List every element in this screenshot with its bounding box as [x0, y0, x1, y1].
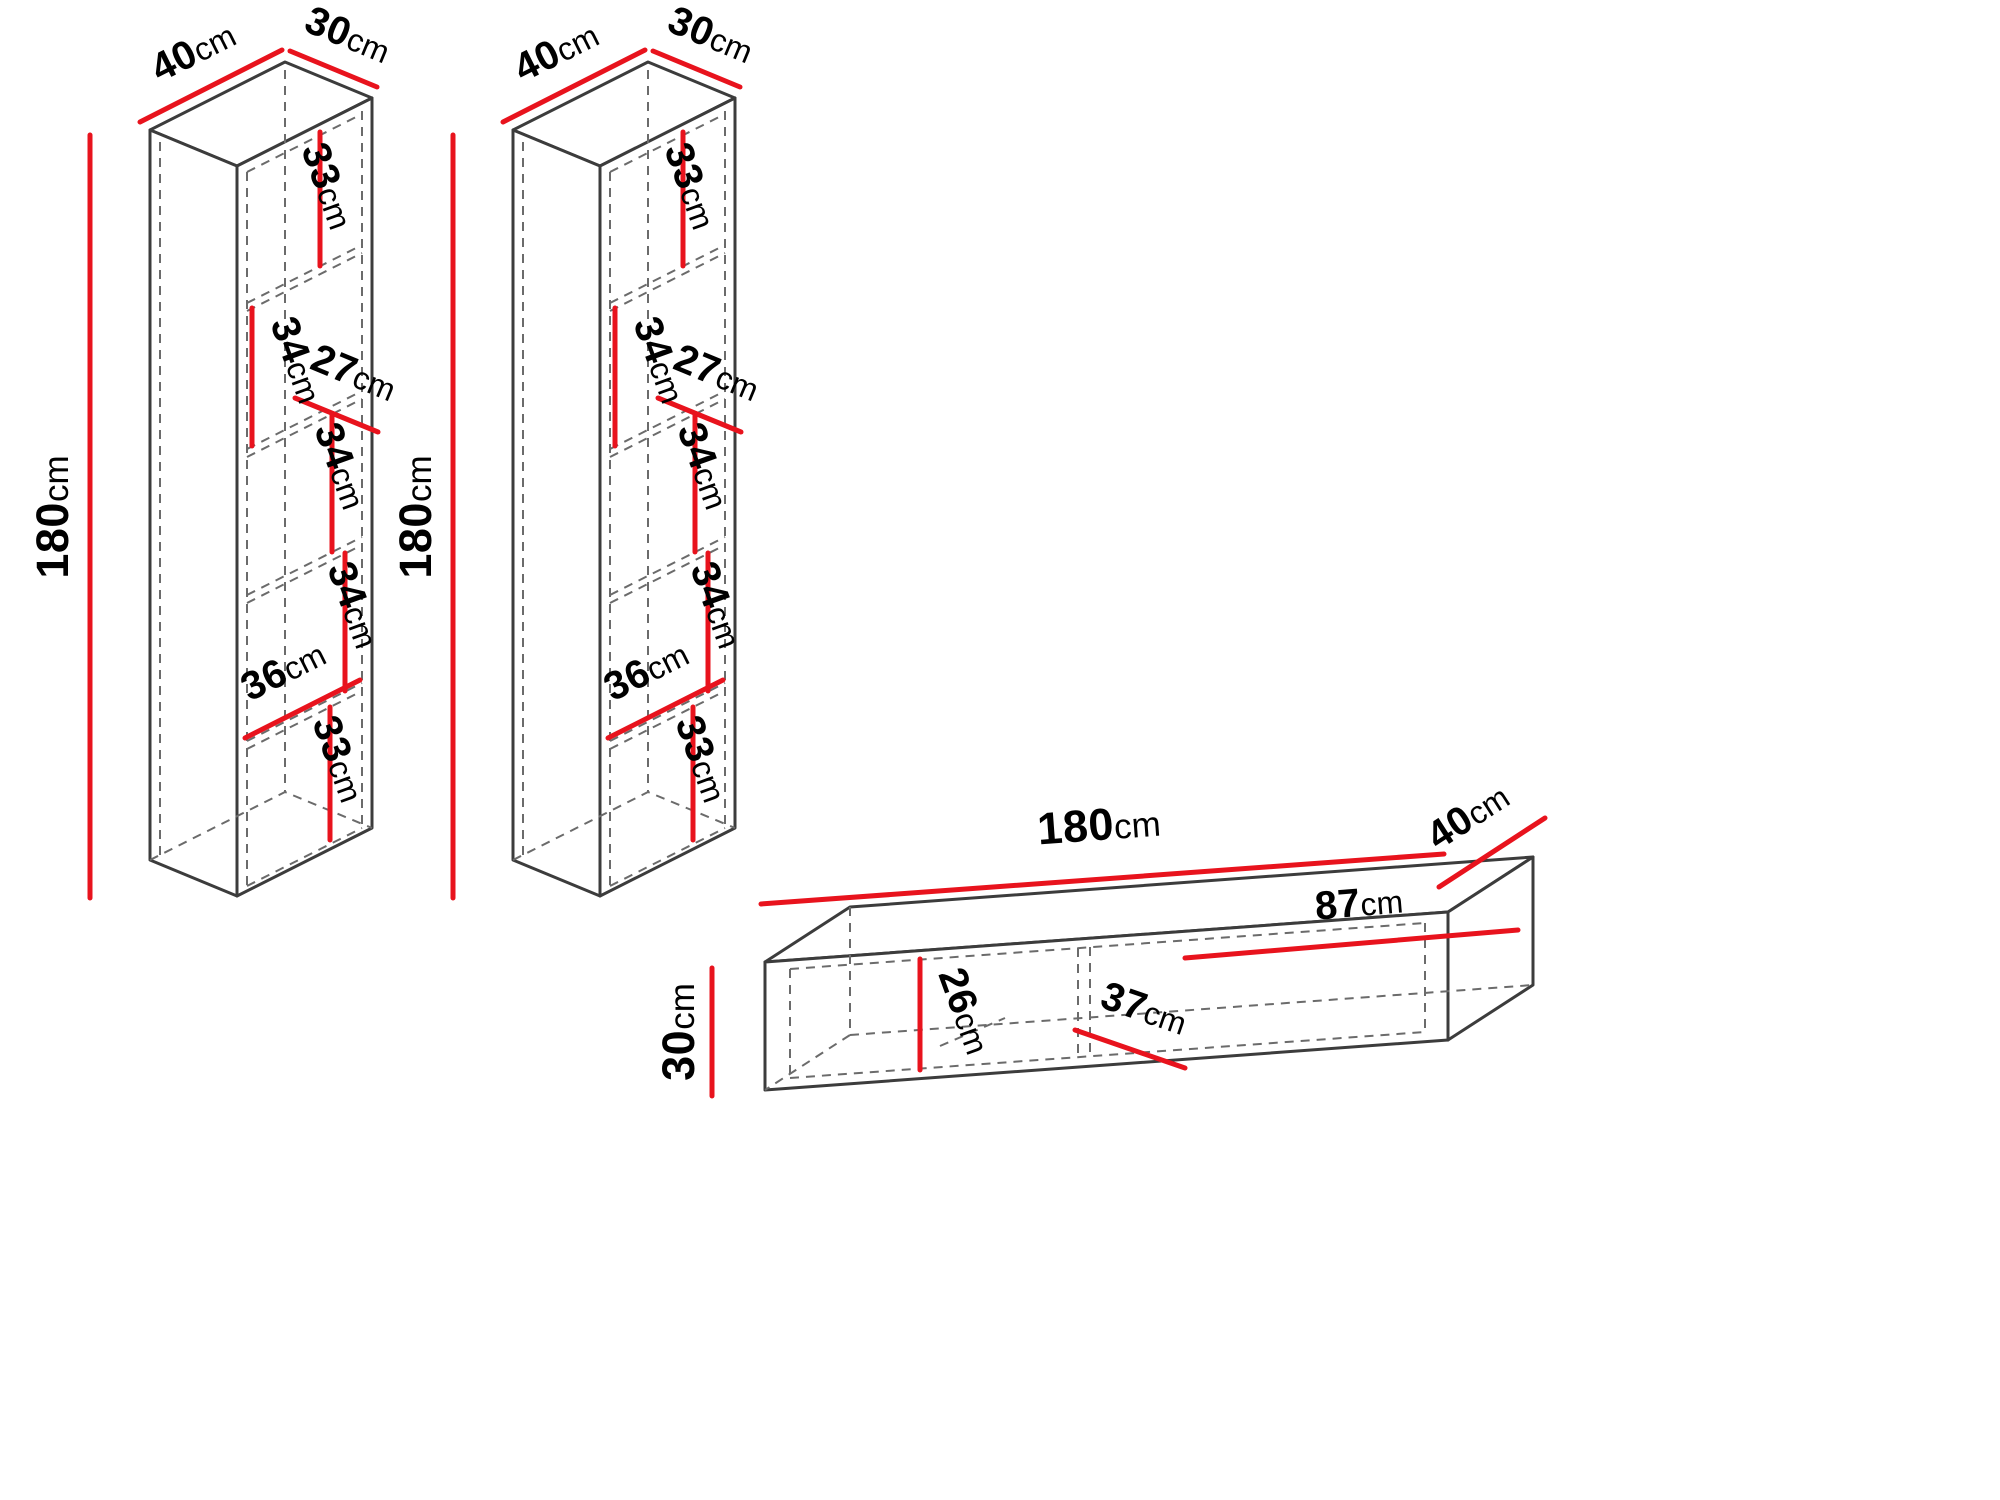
interior-depth-hint-edge	[939, 1017, 1006, 1047]
hidden-back-bottom-edge	[849, 984, 1534, 1036]
tv-stand-width-dimension-line	[758, 851, 1447, 907]
hidden-left-bottom-edge	[764, 1034, 851, 1091]
tv-stand-dimension-lines	[709, 815, 1548, 1099]
tv-stand-right-face	[1446, 855, 1535, 1042]
tv-stand-depth-dimension-line	[1436, 815, 1548, 890]
cabinet-1	[27, 0, 403, 898]
tv-stand-shelf-width-dimension-line	[1182, 927, 1521, 961]
tv-stand-inner-opening-dimension-line	[1072, 1027, 1188, 1071]
interior-bottom-edge	[789, 1031, 1426, 1079]
interior-top-edge	[789, 922, 1426, 970]
cabinet-2	[390, 0, 766, 898]
tv-stand-shelf-width-label: 87cm	[1313, 877, 1405, 928]
tv-stand-hidden-edges	[764, 907, 1534, 1091]
interior-divider-edges	[1077, 947, 1091, 1058]
tv-stand-height-label: 30cm	[653, 983, 704, 1081]
tv-stand-dimension-labels: 180cm 40cm 30cm 26cm 37cm 87cm	[653, 779, 1516, 1081]
tv-stand-width-label: 180cm	[1036, 795, 1163, 855]
tv-stand-faces	[763, 855, 1535, 1092]
tv-stand: 180cm 40cm 30cm 26cm 37cm 87cm	[653, 779, 1548, 1099]
